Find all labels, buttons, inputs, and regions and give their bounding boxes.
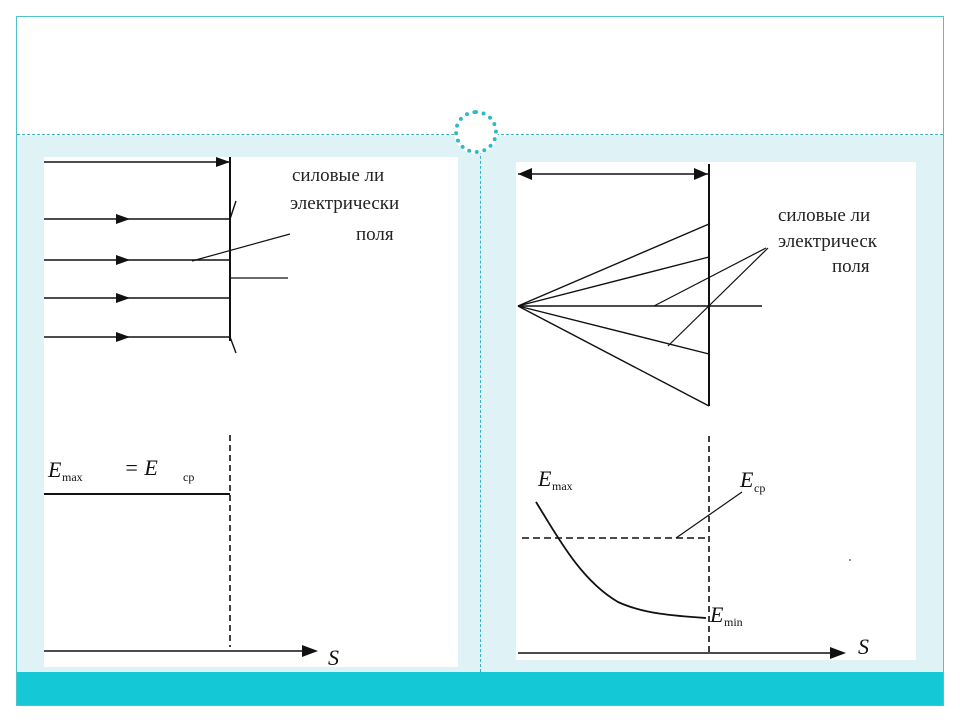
arrow-head	[116, 293, 130, 303]
label-e-min: E	[709, 602, 724, 627]
caption-leader	[667, 247, 769, 347]
column-divider	[480, 136, 481, 672]
arrow-head	[216, 157, 230, 167]
label-e-min-sub: min	[724, 615, 743, 629]
axis-arrow-icon	[830, 647, 846, 659]
caption-line-3: поля	[356, 224, 394, 245]
arrow-head	[116, 214, 130, 224]
arrow-left-icon	[518, 168, 532, 180]
nonuniform-field-svg: силовые ли электрическ поля S E max E ср…	[517, 164, 878, 659]
caption-leader	[191, 233, 291, 262]
nonuniform-field-diagram: силовые ли электрическ поля S E max E ср…	[516, 162, 916, 660]
ring-ornament-icon	[454, 110, 498, 154]
caption-line-3: поля	[832, 256, 870, 277]
arrow-head	[116, 332, 130, 342]
caption-line-2: электрически	[290, 193, 399, 214]
label-e-max: E	[537, 466, 552, 491]
fan-field-lines	[517, 223, 762, 407]
label-e-max-sub: max	[552, 479, 573, 493]
caption-leader	[653, 247, 767, 307]
caption-line-2: электрическ	[778, 231, 878, 252]
avg-leader	[675, 491, 743, 539]
label-e-avg: E	[739, 467, 754, 492]
caption-line-1: силовые ли	[292, 165, 384, 186]
label-e-avg-sub: ср	[754, 481, 765, 495]
axis-label-s: S	[858, 634, 869, 659]
uniform-field-diagram: силовые ли электрически поля S E max = E…	[44, 157, 458, 667]
field-strength-curve	[535, 501, 707, 619]
caption-line-1: силовые ли	[778, 205, 870, 226]
arrow-head	[116, 255, 130, 265]
formula-sub-avg: ср	[183, 470, 194, 484]
arrow-right-icon	[694, 168, 708, 180]
uniform-field-svg: силовые ли электрически поля S E max = E…	[44, 157, 399, 667]
stray-dot	[849, 559, 851, 561]
formula-rhs: = E	[124, 455, 158, 480]
axis-arrow-icon	[302, 645, 318, 657]
formula-sub-max: max	[62, 470, 83, 484]
footer-bar	[17, 672, 943, 705]
formula-e: E	[47, 457, 62, 482]
axis-label-s: S	[328, 645, 339, 667]
